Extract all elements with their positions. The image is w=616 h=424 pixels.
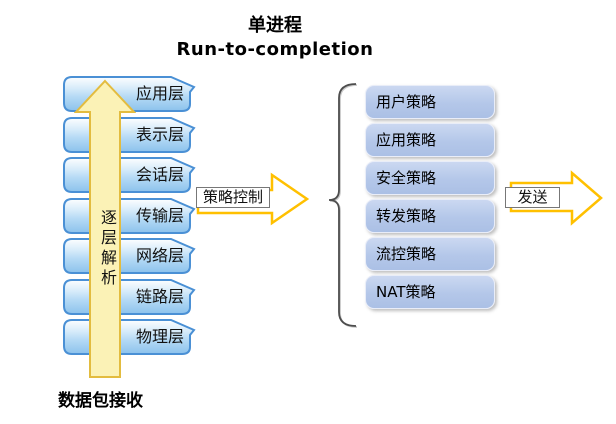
osi-layer-label: 物理层 [135,327,184,346]
policy-item-user: 用户策略 [365,85,495,119]
policy-item-flowcontrol: 流控策略 [365,237,495,271]
policy-item-security: 安全策略 [365,161,495,195]
packet-receive-label: 数据包接收 [58,391,143,411]
osi-layer-label: 应用层 [135,84,184,103]
osi-layer-label: 网络层 [135,246,184,265]
diagram-title: 单进程 Run-to-completion [75,14,475,62]
osi-layer-label: 会话层 [135,165,184,184]
left-brace-icon [328,83,357,327]
policy-item-forwarding: 转发策略 [365,199,495,233]
policy-item-nat: NAT策略 [365,275,495,309]
upward-arrow-icon [74,79,136,378]
policy-list: 用户策略 应用策略 安全策略 转发策略 流控策略 NAT策略 [365,85,495,309]
send-label: 发送 [505,187,560,208]
title-line-en: Run-to-completion [176,39,374,60]
policy-control-label: 策略控制 [196,187,270,208]
parse-direction-label: 逐层解析 [98,209,117,289]
policy-item-application: 应用策略 [365,123,495,157]
osi-layer-label: 表示层 [135,124,184,144]
title-line-cn: 单进程 [248,15,302,36]
osi-layer-label: 传输层 [135,205,184,225]
osi-layer-label: 链路层 [135,286,184,306]
